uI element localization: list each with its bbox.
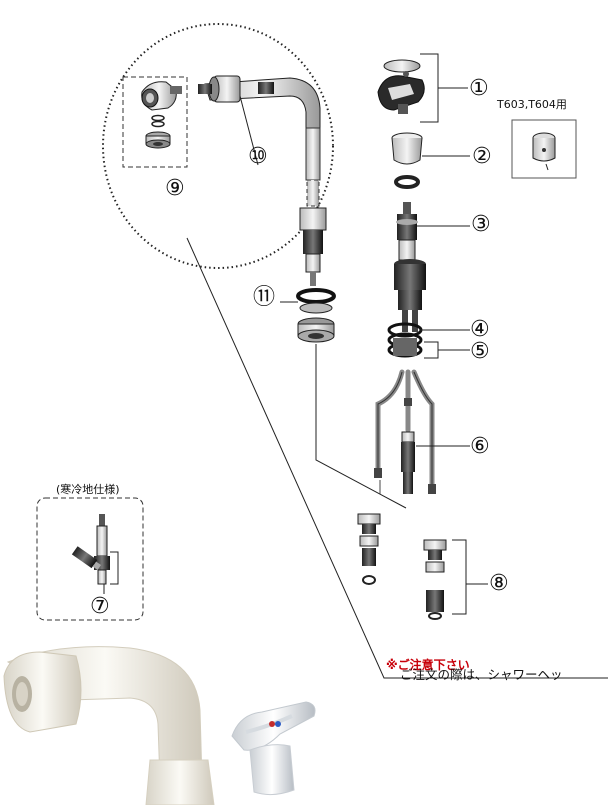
notice-title: ※ご注意下さい [386, 658, 470, 672]
part7-box [36, 497, 144, 621]
faucet-body [394, 259, 426, 332]
model-note: T603,T604用 [497, 98, 567, 111]
part2-cap [391, 132, 470, 165]
notice-body: ご注文の際は、シャワーヘッ [400, 667, 563, 682]
part-label-10: ⑩ [248, 144, 268, 169]
stop-valve-left [357, 513, 381, 585]
pipe-fitting-1 [404, 398, 412, 406]
part2-ring [394, 175, 420, 189]
part9-drawing [141, 81, 182, 149]
part3-cartridge [396, 202, 470, 261]
part8-stop-valve [423, 539, 488, 620]
part-label-11: ⑪ [253, 285, 276, 310]
part1-handle [377, 53, 468, 123]
cold-region-label: (寒冷地仕様) [56, 483, 120, 496]
product-photo-faucet [3, 646, 316, 805]
part-label-9: ⑨ [165, 176, 185, 201]
part4-5-springs [387, 322, 470, 359]
part9-box [122, 76, 188, 168]
part-label-7: ⑦ [90, 594, 110, 619]
pipe-fitting-2 [374, 468, 382, 478]
part-label-4: ④ [470, 317, 490, 342]
part7-drawing [71, 514, 119, 594]
notice-leader-line [186, 237, 608, 679]
part-label-1: ① [469, 76, 489, 101]
part-label-8: ⑧ [489, 571, 509, 596]
part-label-6: ⑥ [470, 434, 490, 459]
part-label-2: ② [472, 144, 492, 169]
part6-valve [401, 431, 470, 494]
part10-spout [198, 75, 327, 286]
detail-circle [102, 23, 334, 269]
pipe-fitting-3 [428, 484, 436, 494]
part-label-5: ⑤ [470, 339, 490, 364]
part-label-3: ③ [471, 212, 491, 237]
part11-nut [280, 288, 407, 509]
supply-pipes-outline [377, 371, 433, 486]
t603-cap-drawing [532, 132, 556, 171]
